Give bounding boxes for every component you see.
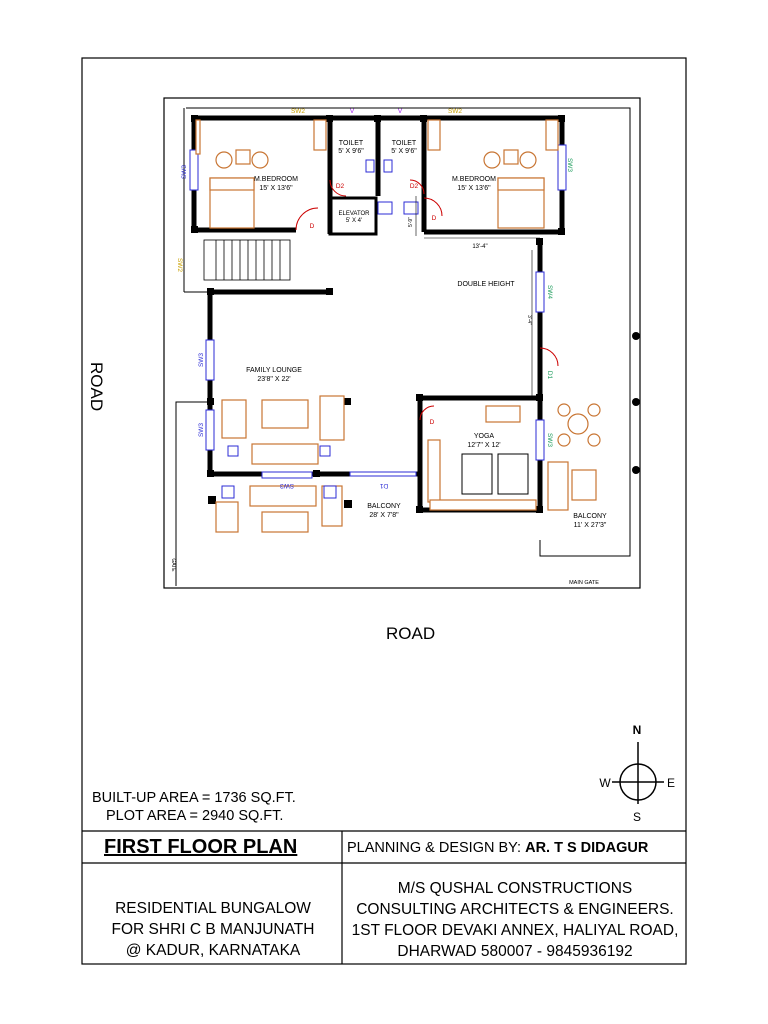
dimension-3-4: 3'-4": [526, 315, 532, 325]
tag-sw3-bed-right: SW3: [566, 158, 573, 172]
plot-boundary: [163, 97, 641, 589]
main-gate-label: MAIN GATE: [569, 580, 599, 586]
road-label-side: ROAD: [87, 362, 106, 412]
firm-line-4: DHARWAD 580007 - 9845936192: [397, 943, 633, 960]
project-line-2: FOR SHRI C B MANJUNATH: [111, 921, 315, 938]
doors: [295, 179, 559, 421]
tag-sw3-lounge-1: SW3: [198, 353, 205, 367]
planning-credit: PLANNING & DESIGN BY: AR. T S DIDAGUR: [347, 840, 648, 856]
window-tags: SW2 SW2 V V SW3 SW3 SW2 SW3 SW3 SW3 SW4 …: [170, 108, 599, 586]
room-name-bed-left: M.BEDROOM: [254, 176, 298, 183]
firm-info: M/S QUSHAL CONSTRUCTIONS CONSULTING ARCH…: [344, 878, 686, 962]
room-name-bed-right: M.BEDROOM: [452, 176, 496, 183]
project-line-3: @ KADUR, KARNATAKA: [125, 942, 301, 959]
room-name-elevator: ELEVATOR: [338, 211, 370, 217]
compass-s: S: [633, 810, 641, 824]
tag-sw4-right: SW4: [546, 285, 553, 299]
tag-sw2-stair: SW2: [176, 258, 183, 272]
tag-d1-front: D1: [379, 482, 388, 489]
firm-line-1: M/S QUSHAL CONSTRUCTIONS: [397, 880, 633, 897]
dimension-lines: [415, 196, 540, 396]
room-name-family-lounge: FAMILY LOUNGE: [246, 367, 302, 374]
compass-labels: N S W E: [599, 723, 675, 824]
terrace-outline: [175, 107, 631, 586]
drawing-title: FIRST FLOOR PLAN: [104, 836, 298, 858]
furniture: [195, 119, 601, 533]
road-label-bottom: ROAD: [386, 624, 436, 643]
planning-label: PLANNING & DESIGN BY:: [347, 840, 522, 856]
gate-label: GATE: [170, 558, 176, 572]
staircase: [203, 239, 291, 281]
tag-sw2-right: SW2: [448, 108, 462, 115]
walls: [191, 115, 565, 513]
room-size-bed-right: 15' X 13'6": [457, 185, 491, 192]
yoga-mats: [461, 453, 529, 495]
tag-sw3-lounge-2: SW3: [198, 423, 205, 437]
tag-sw2-left: SW2: [291, 108, 305, 115]
tag-d2-right: D2: [410, 183, 419, 190]
room-name-toilet-left: TOILET: [339, 140, 364, 147]
tag-d-yoga: D: [430, 419, 435, 426]
compass-e: E: [667, 776, 675, 790]
room-size-bed-left: 15' X 13'6": [259, 185, 293, 192]
firm-line-3: 1ST FLOOR DEVAKI ANNEX, HALIYAL ROAD,: [351, 922, 679, 939]
room-size-balcony-side: 11' X 27'3": [574, 522, 607, 529]
tag-sw3-yoga: SW3: [546, 433, 553, 447]
tag-v-left: V: [350, 108, 355, 115]
architect-name: AR. T S DIDAGUR: [525, 840, 649, 856]
compass-rose: [612, 742, 664, 804]
fixtures: [221, 159, 419, 499]
project-info: RESIDENTIAL BUNGALOW FOR SHRI C B MANJUN…: [86, 898, 340, 961]
builtup-area: BUILT-UP AREA = 1736 SQ.FT.: [92, 790, 296, 806]
room-name-balcony-front: BALCONY: [367, 503, 401, 510]
room-size-family-lounge: 23'8" X 22': [257, 376, 290, 383]
room-size-toilet-right: 5' X 9'6": [391, 148, 417, 155]
room-name-yoga: YOGA: [474, 433, 495, 440]
dimension-5-9: 5'-9": [408, 217, 414, 227]
tag-d-bed-left: D: [310, 223, 315, 230]
tag-d-bed-right: D: [432, 215, 437, 222]
compass-n: N: [633, 723, 642, 737]
room-size-elevator: 5' X 4': [346, 218, 362, 224]
room-name-toilet-right: TOILET: [392, 140, 417, 147]
room-name-double-height: DOUBLE HEIGHT: [457, 281, 515, 288]
room-size-yoga: 12'7" X 12': [467, 442, 500, 449]
sheet-border: [81, 57, 687, 965]
plot-area: PLOT AREA = 2940 SQ.FT.: [106, 808, 284, 824]
room-name-balcony-side: BALCONY: [573, 513, 607, 520]
dimension-13-4: 13'-4": [472, 244, 487, 250]
tag-sw3-front: SW3: [280, 482, 294, 489]
firm-line-2: CONSULTING ARCHITECTS & ENGINEERS.: [356, 901, 674, 918]
tag-v-right: V: [398, 108, 403, 115]
project-line-1: RESIDENTIAL BUNGALOW: [115, 900, 311, 917]
tag-d2-left: D2: [336, 183, 345, 190]
tag-sw3-bed-left: SW3: [181, 165, 188, 179]
windows: [189, 144, 567, 479]
tag-d1-side: D1: [546, 371, 553, 380]
plan-labels: M.BEDROOM 15' X 13'6" M.BEDROOM 15' X 13…: [246, 140, 607, 529]
room-size-toilet-left: 5' X 9'6": [338, 148, 364, 155]
room-size-balcony-front: 28' X 7'8": [369, 512, 399, 519]
columns: [191, 115, 640, 513]
compass-w: W: [599, 776, 611, 790]
